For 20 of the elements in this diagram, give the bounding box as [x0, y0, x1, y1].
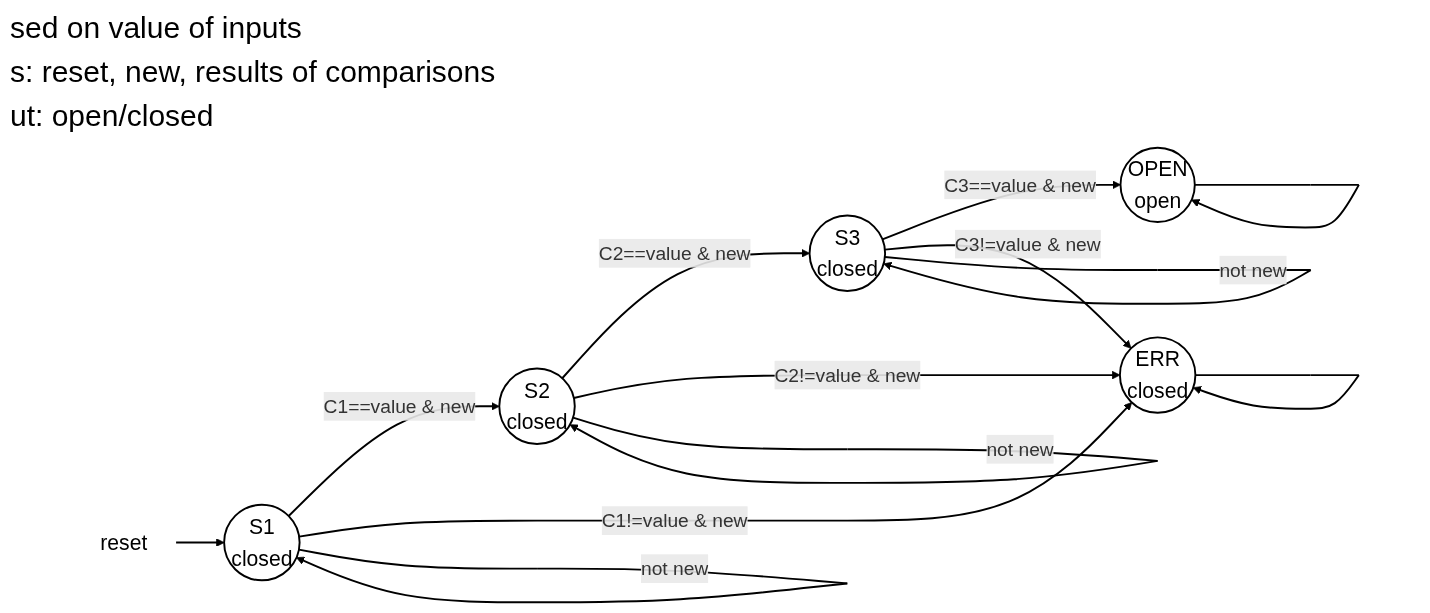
edge-label: C1==value & new	[323, 395, 476, 417]
edge-label: not new	[986, 438, 1054, 460]
note-text: ut: open/closed	[10, 98, 215, 134]
node-circle: S3 closed	[808, 214, 886, 292]
node-circle: S2 closed	[498, 367, 576, 446]
edge-label: not new	[640, 558, 709, 580]
note-text: s: reset, new, results of comparisons	[10, 54, 496, 90]
arrow	[1190, 183, 1360, 229]
edge-label: C2!=value & new	[774, 364, 920, 386]
edge-label: not new	[1219, 259, 1287, 281]
edge-label: C1!=value & new	[601, 510, 748, 532]
note-text: sed on value of inputs	[10, 10, 303, 46]
edge-label: C3==value & new	[944, 174, 1096, 196]
node-circle: ERR closed	[1118, 336, 1197, 414]
edge-label: C2==value & new	[598, 242, 751, 264]
arrow	[1192, 374, 1360, 410]
node-circle: OPEN open	[1119, 146, 1196, 223]
node-circle: S1 closed	[222, 503, 301, 582]
node-text: reset	[100, 530, 148, 555]
edge-label: C3!=value & new	[954, 233, 1101, 255]
